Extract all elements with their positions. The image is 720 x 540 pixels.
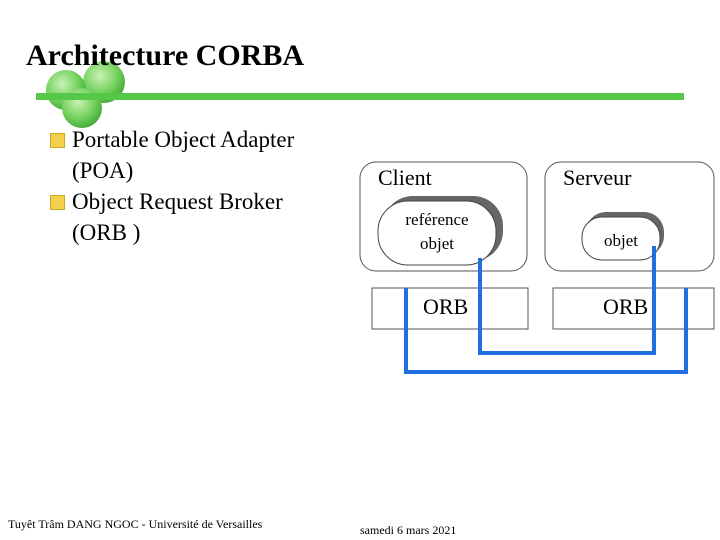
client-bubble-text: reférence objet (378, 208, 496, 256)
bullet-item: Object Request Broker (ORB ) (50, 186, 294, 248)
server-label: Serveur (563, 165, 632, 190)
bullet-item: Portable Object Adapter (POA) (50, 124, 294, 186)
bullet-text: (POA) (72, 158, 134, 183)
client-orb-label: ORB (423, 294, 469, 319)
orb-to-orb-link (404, 288, 688, 374)
title-rule (36, 93, 684, 100)
bullet-text: Object Request Broker (72, 189, 283, 214)
reference-to-object-link (478, 246, 656, 355)
object-label: objet (604, 231, 638, 250)
bullet-square-icon (50, 195, 65, 210)
slide-title: Architecture CORBA (26, 39, 304, 72)
server-bubble-text: objet (582, 229, 660, 253)
server-orb-label: ORB (603, 294, 649, 319)
client-panel (359, 161, 528, 272)
client-bubble (377, 200, 497, 266)
server-panel (544, 161, 715, 272)
client-label: Client (378, 165, 432, 190)
server-bubble (581, 216, 661, 261)
bullet-text: (ORB ) (72, 220, 141, 245)
bullet-list: Portable Object Adapter (POA) Object Req… (50, 124, 294, 248)
footer-author: Tuyêt Trâm DANG NGOC - Université de Ver… (8, 517, 263, 531)
server-orb-box (552, 287, 715, 330)
client-orb-box (371, 287, 529, 330)
object-label: objet (420, 234, 454, 253)
bullet-text: Portable Object Adapter (72, 127, 295, 152)
footer-date: samedi 6 mars 2021 (360, 523, 457, 537)
reference-label: reférence (405, 210, 469, 229)
bullet-square-icon (50, 133, 65, 148)
